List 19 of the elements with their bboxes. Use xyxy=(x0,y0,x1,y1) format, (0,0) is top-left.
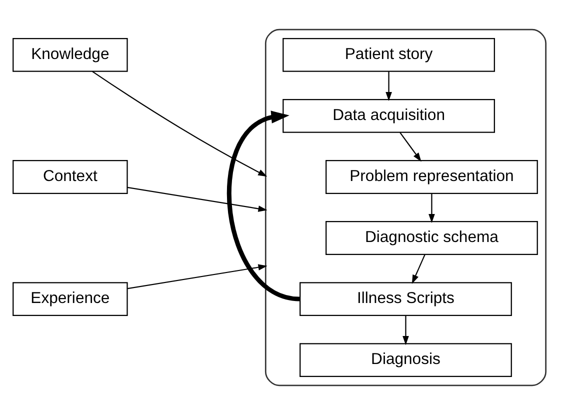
node-box: Problem representation xyxy=(326,160,538,194)
node-box: Experience xyxy=(12,282,128,316)
arrow xyxy=(400,132,422,162)
arrow xyxy=(226,110,300,301)
node-box: Knowledge xyxy=(12,38,128,72)
node-box: Patient story xyxy=(282,38,495,72)
arrow xyxy=(402,315,409,345)
node-box: Diagnosis xyxy=(300,342,512,376)
arrow xyxy=(412,254,426,284)
node-box: Diagnostic schema xyxy=(326,220,538,254)
arrow xyxy=(386,71,392,101)
node-box: Illness Scripts xyxy=(300,282,512,316)
arrow xyxy=(92,70,268,176)
arrow xyxy=(128,264,268,289)
cluster xyxy=(264,28,546,386)
arrow xyxy=(127,186,268,212)
node-box: Data acquisition xyxy=(282,98,495,132)
node-box: Context xyxy=(12,160,128,194)
arrow xyxy=(428,193,435,223)
